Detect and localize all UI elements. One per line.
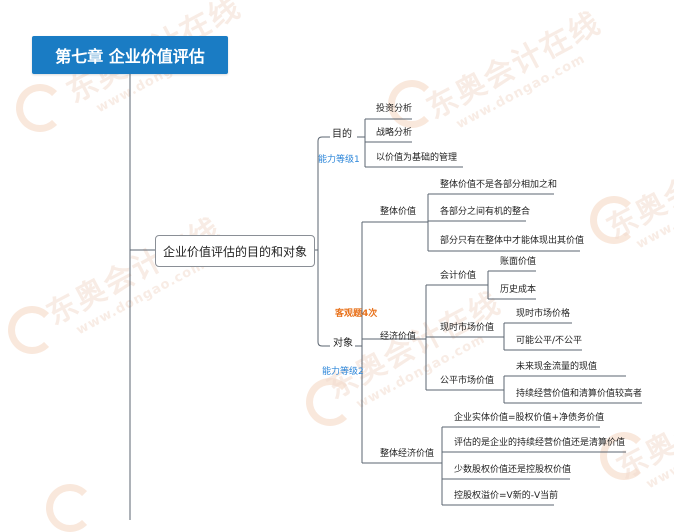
fair-market-value-item: 持续经营价值和清算价值较高者 (516, 389, 643, 399)
current-market-value-item: 可能公平/不公平 (516, 336, 583, 346)
watermark-logo-icon (590, 196, 638, 244)
object-node: 对象 (333, 338, 353, 349)
watermark-logo-icon (306, 378, 354, 426)
exam-frequency-tag: 客观题4次 (335, 309, 378, 319)
connector-lines (129, 74, 642, 520)
fair-market-value-item: 未来现金流量的现值 (516, 362, 598, 372)
watermark-logo-icon (8, 306, 56, 354)
overall-value-item: 部分只有在整体中才能体现出其价值 (440, 236, 585, 246)
purpose-item: 以价值为基础的管理 (376, 153, 458, 163)
purpose-level-tag: 能力等级1 (318, 155, 360, 165)
overall-value-item: 整体价值不是各部分相加之和 (440, 180, 558, 190)
object-level-tag: 能力等级2 (322, 367, 364, 377)
current-market-value-node: 现时市场价值 (440, 323, 495, 333)
purpose-item: 战略分析 (376, 128, 413, 138)
chapter-title: 第七章 企业价值评估 (32, 36, 228, 74)
overall-economic-value-item: 评估的是企业的持续经营价值还是清算价值 (454, 438, 626, 448)
purpose-node: 目的 (332, 129, 352, 140)
overall-economic-value-node: 整体经济价值 (380, 449, 435, 459)
accounting-value-item: 历史成本 (500, 285, 537, 295)
accounting-value-item: 账面价值 (500, 257, 537, 267)
overall-economic-value-item: 控股权溢价=V新的-V当前 (454, 491, 559, 501)
overall-value-item: 各部分之间有机的整合 (440, 207, 531, 217)
overall-value-node: 整体价值 (380, 207, 417, 217)
watermark-logo-icon (388, 80, 436, 128)
accounting-value-node: 会计价值 (440, 271, 477, 281)
watermark-logo-icon (16, 84, 64, 132)
overall-economic-value-item: 少数股权价值还是控股权价值 (454, 465, 572, 475)
fair-market-value-node: 公平市场价值 (440, 376, 495, 386)
main-topic-node: 企业价值评估的目的和对象 (155, 235, 315, 267)
purpose-item: 投资分析 (376, 104, 413, 114)
current-market-value-item: 现时市场价格 (516, 309, 571, 319)
overall-economic-value-item: 企业实体价值=股权价值+净债务价值 (454, 413, 605, 423)
economic-value-node: 经济价值 (380, 332, 417, 342)
watermark-logo-icon (600, 432, 648, 480)
